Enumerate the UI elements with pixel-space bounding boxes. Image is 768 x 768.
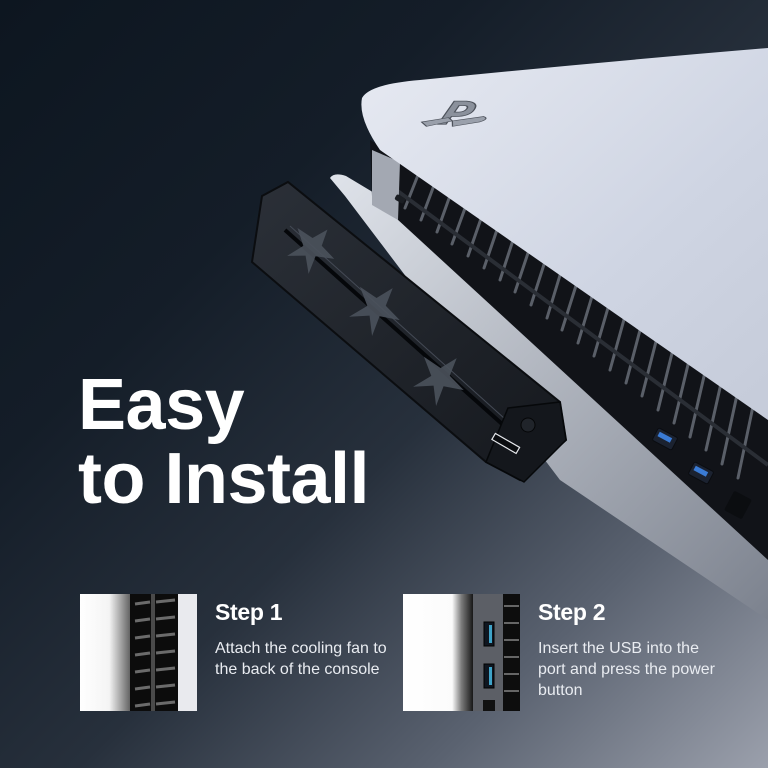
step-1-thumbnail [80, 594, 197, 711]
power-port-icon [724, 491, 752, 519]
console-top-shell [361, 48, 768, 420]
step-2-thumbnail [403, 594, 520, 711]
usb-plug-icon [491, 432, 521, 455]
headline-line-1: Easy [78, 365, 245, 445]
cooling-fan-icon [250, 180, 568, 483]
step-2-text: Step 2 Insert the USB into the port and … [538, 594, 728, 701]
step-1-title: Step 1 [215, 599, 283, 625]
power-port-icon [483, 700, 495, 711]
step-2: Step 2 Insert the USB into the port and … [403, 594, 728, 711]
step-1: Step 1 Attach the cooling fan to the bac… [80, 594, 405, 711]
console-ports [652, 427, 752, 519]
step-1-text: Step 1 Attach the cooling fan to the bac… [215, 594, 405, 680]
playstation-logo-icon [420, 100, 487, 127]
step-2-description: Insert the USB into the port and press t… [538, 640, 715, 699]
headline-line-2: to Install [78, 439, 370, 519]
power-button-icon [520, 417, 536, 433]
console-usb-ports-closeup-icon [403, 594, 520, 711]
step-2-title: Step 2 [538, 599, 606, 625]
headline: Easy to Install [78, 365, 370, 519]
step-1-description: Attach the cooling fan to the back of th… [215, 640, 387, 678]
console-vent-closeup-icon [80, 594, 197, 711]
